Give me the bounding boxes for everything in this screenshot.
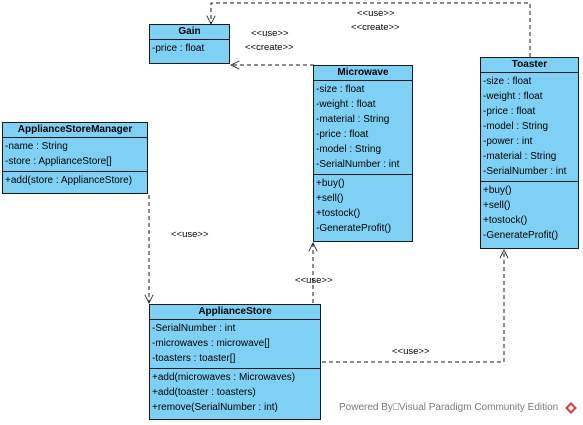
- operation: +tostock(): [316, 208, 361, 219]
- attribute: -SerialNumber : int: [483, 166, 567, 177]
- class-gain-title: Gain: [150, 25, 229, 40]
- operation: -GenerateProfit(): [483, 230, 559, 241]
- class-appliance-store[interactable]: ApplianceStore -SerialNumber : int -micr…: [149, 304, 321, 420]
- label-mw-gain-create: <<create>>: [245, 42, 294, 53]
- class-microwave-operations: +buy() +sell() +tostock() -GenerateProfi…: [314, 175, 412, 238]
- operation: +add(store : ApplianceStore): [5, 175, 133, 186]
- attribute: -store : ApplianceStore[]: [5, 156, 112, 167]
- attribute: -price : float: [152, 43, 205, 54]
- class-gain-attributes: -price : float: [150, 40, 229, 58]
- attribute: -name : String: [5, 141, 68, 152]
- attribute: -microwaves : microwave[]: [152, 338, 270, 349]
- attribute: -material : String: [483, 151, 557, 162]
- attribute: -SerialNumber : int: [152, 323, 236, 334]
- attribute: -SerialNumber : int: [316, 159, 400, 170]
- attribute: -power : int: [483, 136, 533, 147]
- class-appliance-store-title: ApplianceStore: [150, 305, 320, 320]
- class-microwave[interactable]: Microwave -size : float -weight : float …: [313, 65, 413, 242]
- class-appliance-store-attributes: -SerialNumber : int -microwaves : microw…: [150, 320, 320, 369]
- toaster-gain-dependency: [211, 2, 531, 57]
- class-toaster-operations: +buy() +sell() +tostock() -GenerateProfi…: [481, 182, 578, 245]
- label-manager-store-use: <<use>>: [171, 229, 209, 240]
- class-appliance-store-manager-attributes: -name : String -store : ApplianceStore[]: [3, 138, 147, 172]
- class-toaster[interactable]: Toaster -size : float -weight : float -p…: [480, 57, 579, 249]
- class-appliance-store-manager-title: ApplianceStoreManager: [3, 123, 147, 138]
- label-store-microwave-use: <<use>>: [295, 275, 333, 286]
- attribute: -size : float: [483, 76, 532, 87]
- attribute: -toasters : toaster[]: [152, 353, 236, 364]
- operation: +buy(): [316, 178, 345, 189]
- class-appliance-store-manager[interactable]: ApplianceStoreManager -name : String -st…: [2, 122, 148, 194]
- operation: +buy(): [483, 185, 512, 196]
- operation: +sell(): [483, 200, 511, 211]
- attribute: -model : String: [316, 144, 382, 155]
- attribute: -price : float: [316, 129, 369, 140]
- class-gain[interactable]: Gain -price : float: [149, 24, 230, 64]
- label-top-use: <<use>>: [357, 8, 395, 19]
- label-store-toaster-use: <<use>>: [392, 346, 430, 357]
- operation: -GenerateProfit(): [316, 223, 392, 234]
- operation: +sell(): [316, 193, 344, 204]
- operation: +tostock(): [483, 215, 528, 226]
- label-mw-gain-use: <<use>>: [251, 28, 289, 39]
- attribute: -weight : float: [316, 99, 376, 110]
- attribute: -material : String: [316, 114, 390, 125]
- powered-by-footer: Powered By⎕Visual Paradigm Community Edi…: [339, 402, 559, 413]
- class-microwave-title: Microwave: [314, 66, 412, 81]
- label-top-create: <<create>>: [351, 22, 400, 33]
- visual-paradigm-logo-icon: [565, 402, 577, 414]
- attribute: -model : String: [483, 121, 549, 132]
- store-toaster-dependency: [322, 250, 504, 363]
- operation: +add(toaster : toasters): [152, 387, 256, 398]
- attribute: -weight : float: [483, 91, 543, 102]
- class-appliance-store-operations: +add(microwaves : Microwaves) +add(toast…: [150, 369, 320, 417]
- class-appliance-store-manager-operations: +add(store : ApplianceStore): [3, 172, 147, 190]
- attribute: -price : float: [483, 106, 536, 117]
- class-microwave-attributes: -size : float -weight : float -material …: [314, 81, 412, 175]
- class-toaster-title: Toaster: [481, 58, 578, 73]
- attribute: -size : float: [316, 84, 365, 95]
- operation: +remove(SerialNumber : int): [152, 402, 278, 413]
- operation: +add(microwaves : Microwaves): [152, 372, 296, 383]
- class-toaster-attributes: -size : float -weight : float -price : f…: [481, 73, 578, 182]
